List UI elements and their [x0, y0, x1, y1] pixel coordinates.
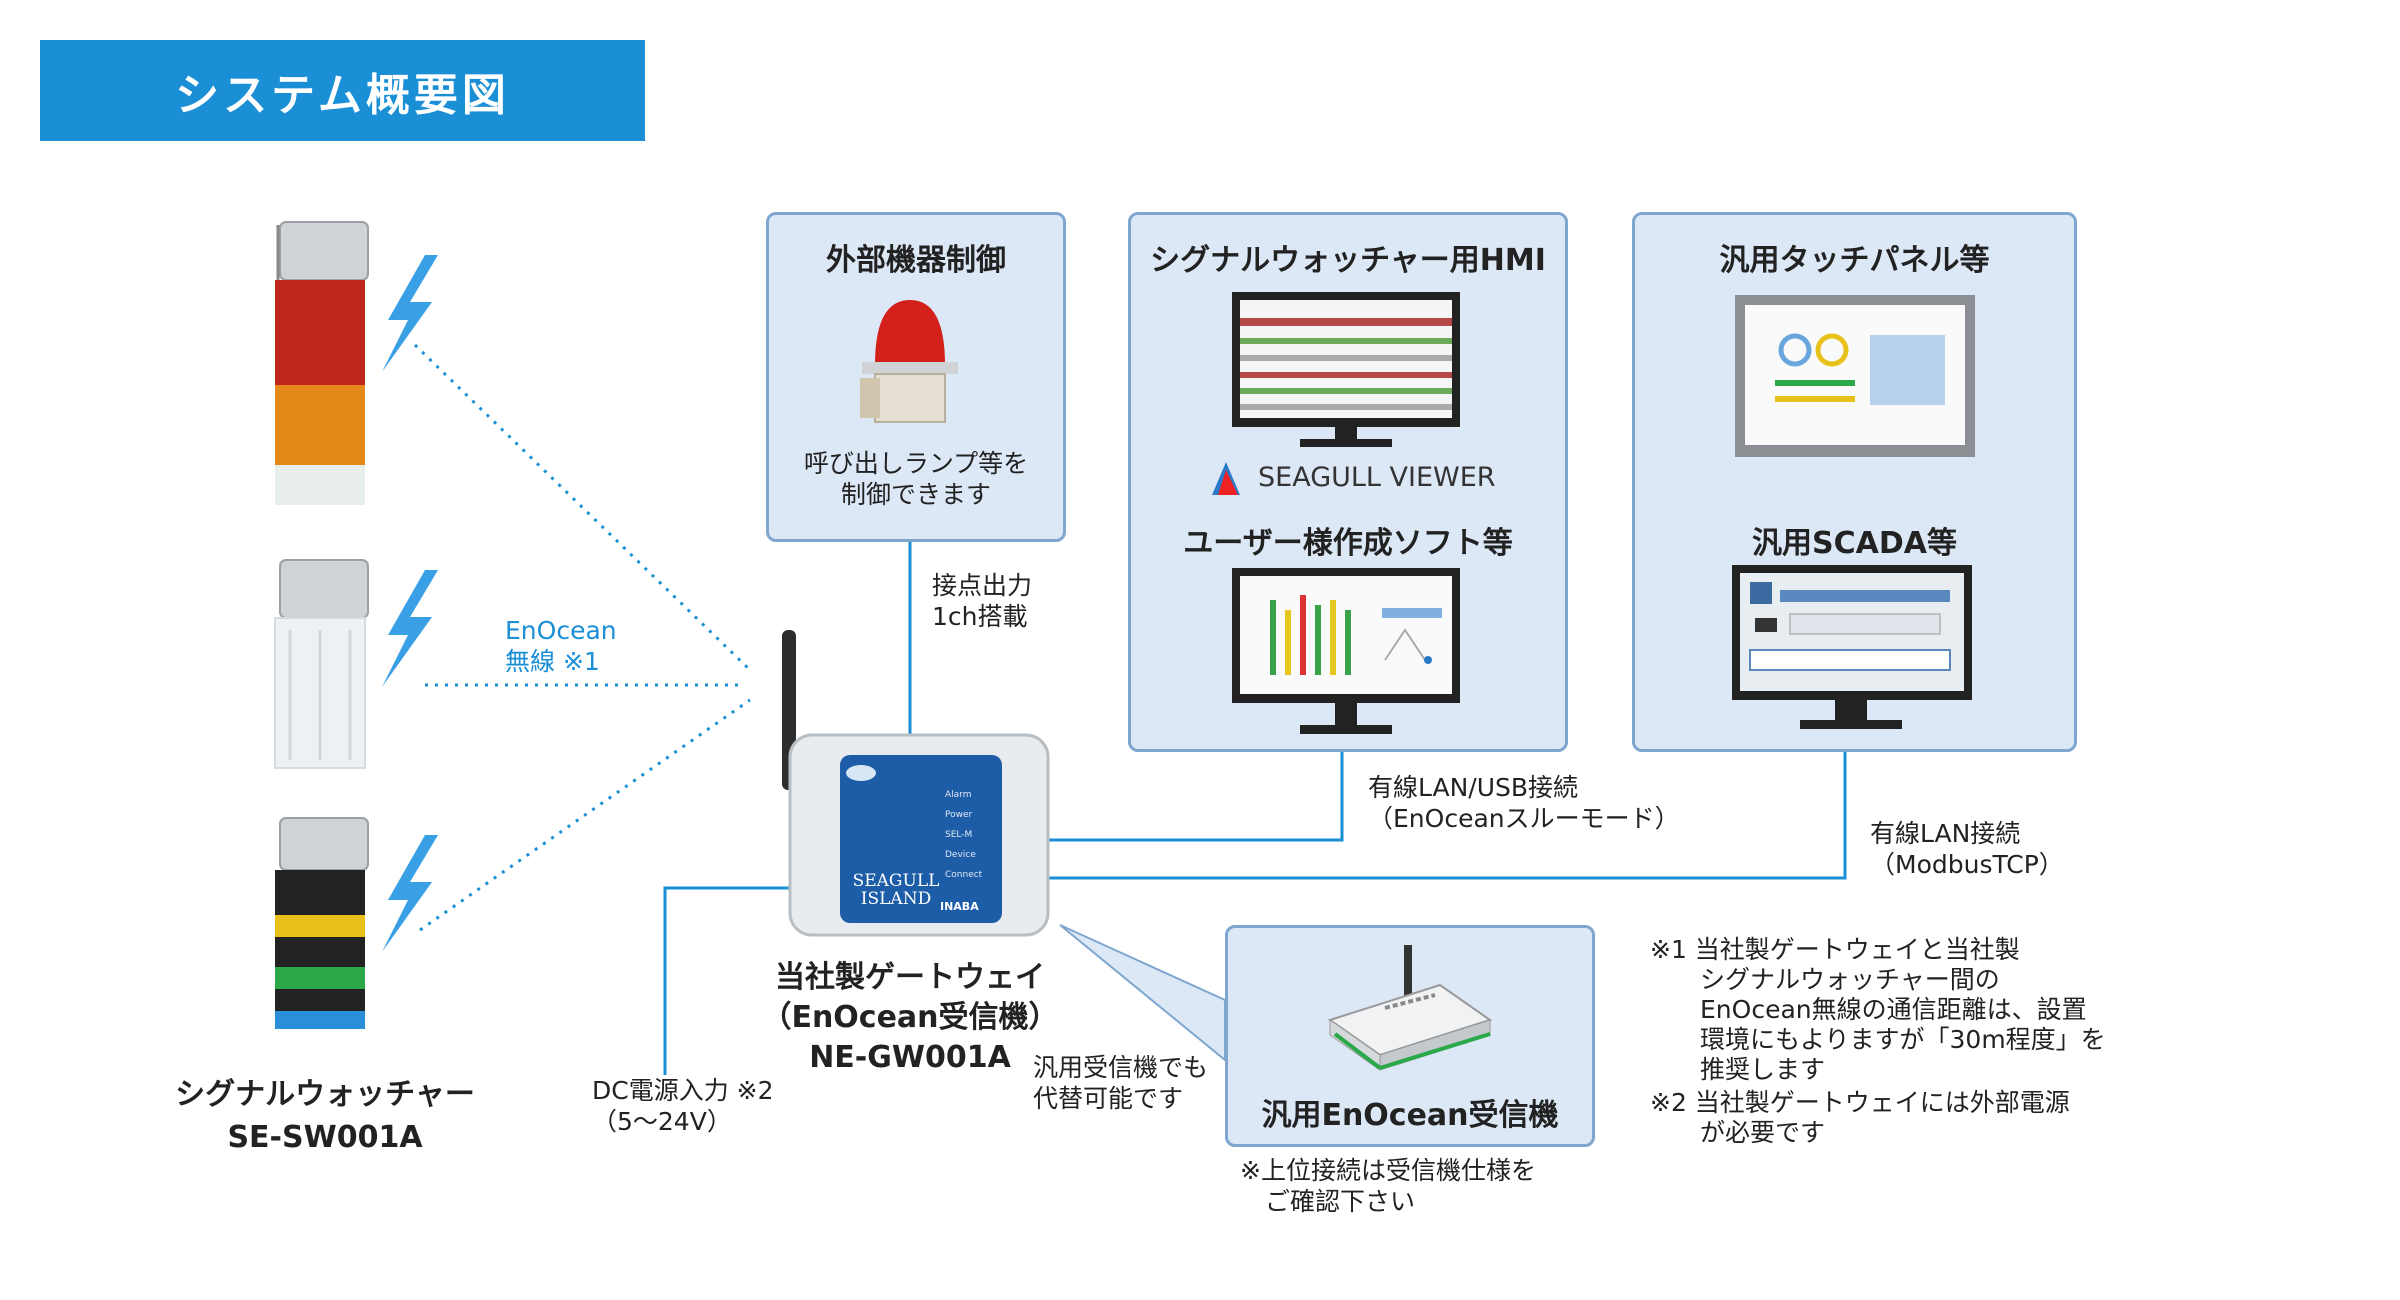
receiver-note: ※上位接続は受信機仕様を ご確認下さい	[1240, 1156, 1536, 1216]
hmi-title: シグナルウォッチャー用HMI	[1150, 243, 1546, 278]
lightning-icon	[382, 255, 438, 372]
touch-panel-connection-line	[1045, 745, 1847, 880]
signal-tower-white	[274, 559, 369, 769]
gateway-led-list: Alarm Power SEL-M Device Connect	[945, 785, 995, 885]
power-label: DC電源入力 ※2 （5〜24V）	[592, 1076, 774, 1136]
signal-tower-red	[275, 221, 369, 505]
led-label: Connect	[945, 870, 983, 880]
receiver-alt-label: 汎用受信機でも 代替可能です	[1033, 1053, 1209, 1113]
hmi-connection-line	[1045, 745, 1344, 842]
page-title: システム概要図	[40, 40, 645, 141]
led-label: SEL-M	[945, 830, 973, 840]
wireless-label: EnOcean 無線 ※1	[505, 616, 617, 676]
power-line	[663, 886, 795, 1075]
led-label: Device	[945, 850, 976, 860]
scada-title: 汎用SCADA等	[1752, 526, 1957, 561]
gateway-maker: INABA	[940, 900, 979, 913]
receiver-title: 汎用EnOcean受信機	[1261, 1098, 1559, 1133]
touch-panel-title: 汎用タッチパネル等	[1719, 243, 1990, 278]
signal-watcher-model: SE-SW001A	[227, 1120, 423, 1155]
signal-tower-color	[275, 817, 369, 1029]
hmi-connection-label: 有線LAN/USB接続 （EnOceanスルーモード）	[1368, 773, 1680, 833]
external-control-title: 外部機器制御	[826, 243, 1006, 278]
led-label: Power	[945, 810, 973, 820]
note-1: ※1 当社製ゲートウェイと当社製 シグナルウォッチャー間の EnOcean無線の…	[1650, 935, 2106, 1084]
wireless-line-bottom	[419, 698, 751, 932]
wireless-lines	[413, 343, 752, 932]
lan-connection-label: 有線LAN接続 （ModbusTCP）	[1870, 819, 2064, 879]
gateway-device	[782, 630, 1050, 937]
note-2: ※2 当社製ゲートウェイには外部電源 が必要です	[1650, 1088, 2070, 1147]
led-label: Alarm	[945, 790, 972, 800]
gateway-name-2: （EnOcean受信機）	[761, 1000, 1059, 1035]
seagull-viewer-logo: SEAGULL VIEWER	[1258, 462, 1496, 493]
gateway-model: NE-GW001A	[809, 1040, 1011, 1075]
touch-panel-panel	[1632, 212, 2077, 752]
gateway-brand: SEAGULL ISLAND	[852, 871, 940, 909]
lightning-icons	[382, 255, 438, 952]
wired-lines	[663, 540, 1847, 1075]
software-title: ユーザー様作成ソフト等	[1183, 526, 1513, 561]
receiver-callout	[1059, 924, 1226, 1063]
external-control-desc: 呼び出しランプ等を 制御できます	[803, 449, 1029, 509]
lightning-icon	[382, 570, 438, 687]
contact-output-label: 接点出力 1ch搭載	[932, 571, 1033, 631]
signal-watcher-name: シグナルウォッチャー	[175, 1077, 475, 1112]
lightning-icon	[382, 835, 438, 952]
gateway-name-1: 当社製ゲートウェイ	[775, 960, 1045, 995]
